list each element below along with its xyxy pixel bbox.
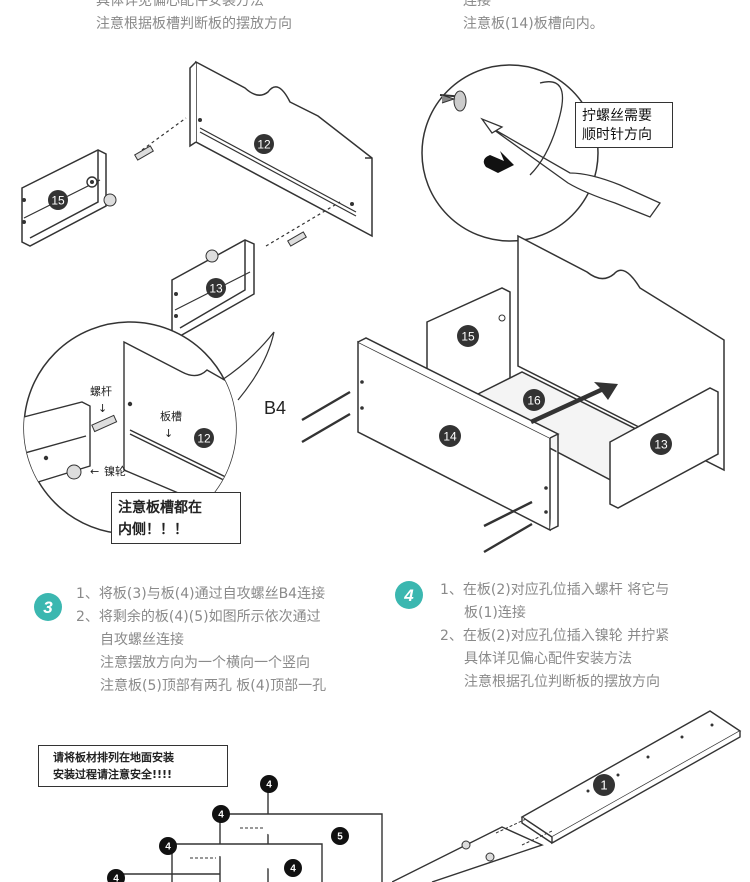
groove-note-line-1: 注意板槽都在 xyxy=(118,500,202,516)
step-4-instructions: 1、在板(2)对应孔位插入螺杆 将它与 板(1)连接 2、在板(2)对应孔位插入… xyxy=(440,579,669,694)
drawer-panel-16-label: 16 xyxy=(527,394,541,408)
top-left-line-2: 注意根据板槽判断板的摆放方向 xyxy=(96,16,292,32)
panel-12-label: 12 xyxy=(257,138,271,152)
c-label-2: 4 xyxy=(218,810,224,821)
bolt-arrow: ↓ xyxy=(98,402,107,415)
safety-note-line-1: 请将板材排列在地面安装 xyxy=(53,751,174,764)
bolt-label: 螺杆 xyxy=(90,384,112,398)
step-3-number: 3 xyxy=(43,598,53,617)
diagram-d-panel-1: 1 xyxy=(392,710,742,882)
drawer-assembly: 15 16 14 13 B4 xyxy=(264,234,725,554)
step-3-badge: 3 xyxy=(33,592,63,622)
nut-label: 镍轮 xyxy=(104,464,126,478)
step-4-badge: 4 xyxy=(394,580,424,610)
groove-inside-note: 注意板槽都在 内侧！！！ xyxy=(111,492,241,544)
step-3-line-5: 注意板(5)顶部有两孔 板(4)顶部一孔 xyxy=(100,678,327,694)
step-3-line-4: 注意摆放方向为一个横向一个竖向 xyxy=(100,655,310,671)
drawer-panel-13-label: 13 xyxy=(654,438,668,452)
c-label-3: 5 xyxy=(337,832,343,843)
step-4-line-2: 板(1)连接 xyxy=(464,605,526,621)
nut-arrow: ← xyxy=(90,465,99,478)
step-3-instructions: 1、将板(3)与板(4)通过自攻螺丝B4连接 2、将剩余的板(4)(5)如图所示… xyxy=(76,583,326,698)
diagram-c-layout: 4 4 5 4 4 4 xyxy=(107,775,383,882)
drawer-panel-15-label: 15 xyxy=(461,330,475,344)
clockwise-screw-note: 拧螺丝需要 顺时针方向 xyxy=(575,102,673,148)
floor-assembly-safety-note: 请将板材排列在地面安装 安装过程请注意安全!!!! xyxy=(38,745,228,787)
groove-arrow: ↓ xyxy=(164,427,173,440)
c-label-4: 4 xyxy=(165,842,171,853)
screwdriver-zoom xyxy=(421,64,661,242)
step-4-number: 4 xyxy=(403,586,414,605)
top-right-line-2: 注意板(14)板槽向内。 xyxy=(463,16,604,32)
zoom-panel-12-label: 12 xyxy=(197,432,211,446)
c-label-6: 4 xyxy=(113,874,119,882)
top-left-line-1: 具体详见偏心配件安装方法 xyxy=(96,0,264,9)
step-3-line-1: 1、将板(3)与板(4)通过自攻螺丝B4连接 xyxy=(76,586,326,602)
panel-13-label: 13 xyxy=(209,282,223,296)
screw-note-line-2: 顺时针方向 xyxy=(582,127,652,143)
safety-note-line-2: 安装过程请注意安全!!!! xyxy=(53,768,173,781)
groove-note-line-2: 内侧！！！ xyxy=(118,522,188,538)
zoom-detail-circle: 12 螺杆 ↓ 板槽 ↓ ← 镍轮 xyxy=(23,321,275,535)
diagram-a-assembly: 12 15 13 xyxy=(21,60,373,337)
c-label-5: 4 xyxy=(290,864,296,875)
top-right-line-1: 连接 xyxy=(463,0,491,9)
top-left-text: 具体详见偏心配件安装方法 注意根据板槽判断板的摆放方向 xyxy=(96,0,292,36)
top-right-text: 连接 注意板(14)板槽向内。 xyxy=(463,0,604,36)
step-4-line-3: 2、在板(2)对应孔位插入镍轮 并拧紧 xyxy=(440,628,670,644)
c-label-1: 4 xyxy=(266,780,272,791)
drawer-panel-14-label: 14 xyxy=(443,430,457,444)
step-3-line-3: 自攻螺丝连接 xyxy=(100,632,184,648)
panel-15-label: 15 xyxy=(51,194,65,208)
step-4-line-5: 注意根据孔位判断板的摆放方向 xyxy=(464,674,660,690)
panel-1-label: 1 xyxy=(600,778,607,793)
screw-b4-label: B4 xyxy=(264,398,286,418)
screw-note-line-1: 拧螺丝需要 xyxy=(582,108,652,124)
step-4-line-1: 1、在板(2)对应孔位插入螺杆 将它与 xyxy=(440,582,670,598)
step-4-line-4: 具体详见偏心配件安装方法 xyxy=(464,651,632,667)
step-3-line-2: 2、将剩余的板(4)(5)如图所示依次通过 xyxy=(76,609,321,625)
groove-label: 板槽 xyxy=(160,409,182,423)
